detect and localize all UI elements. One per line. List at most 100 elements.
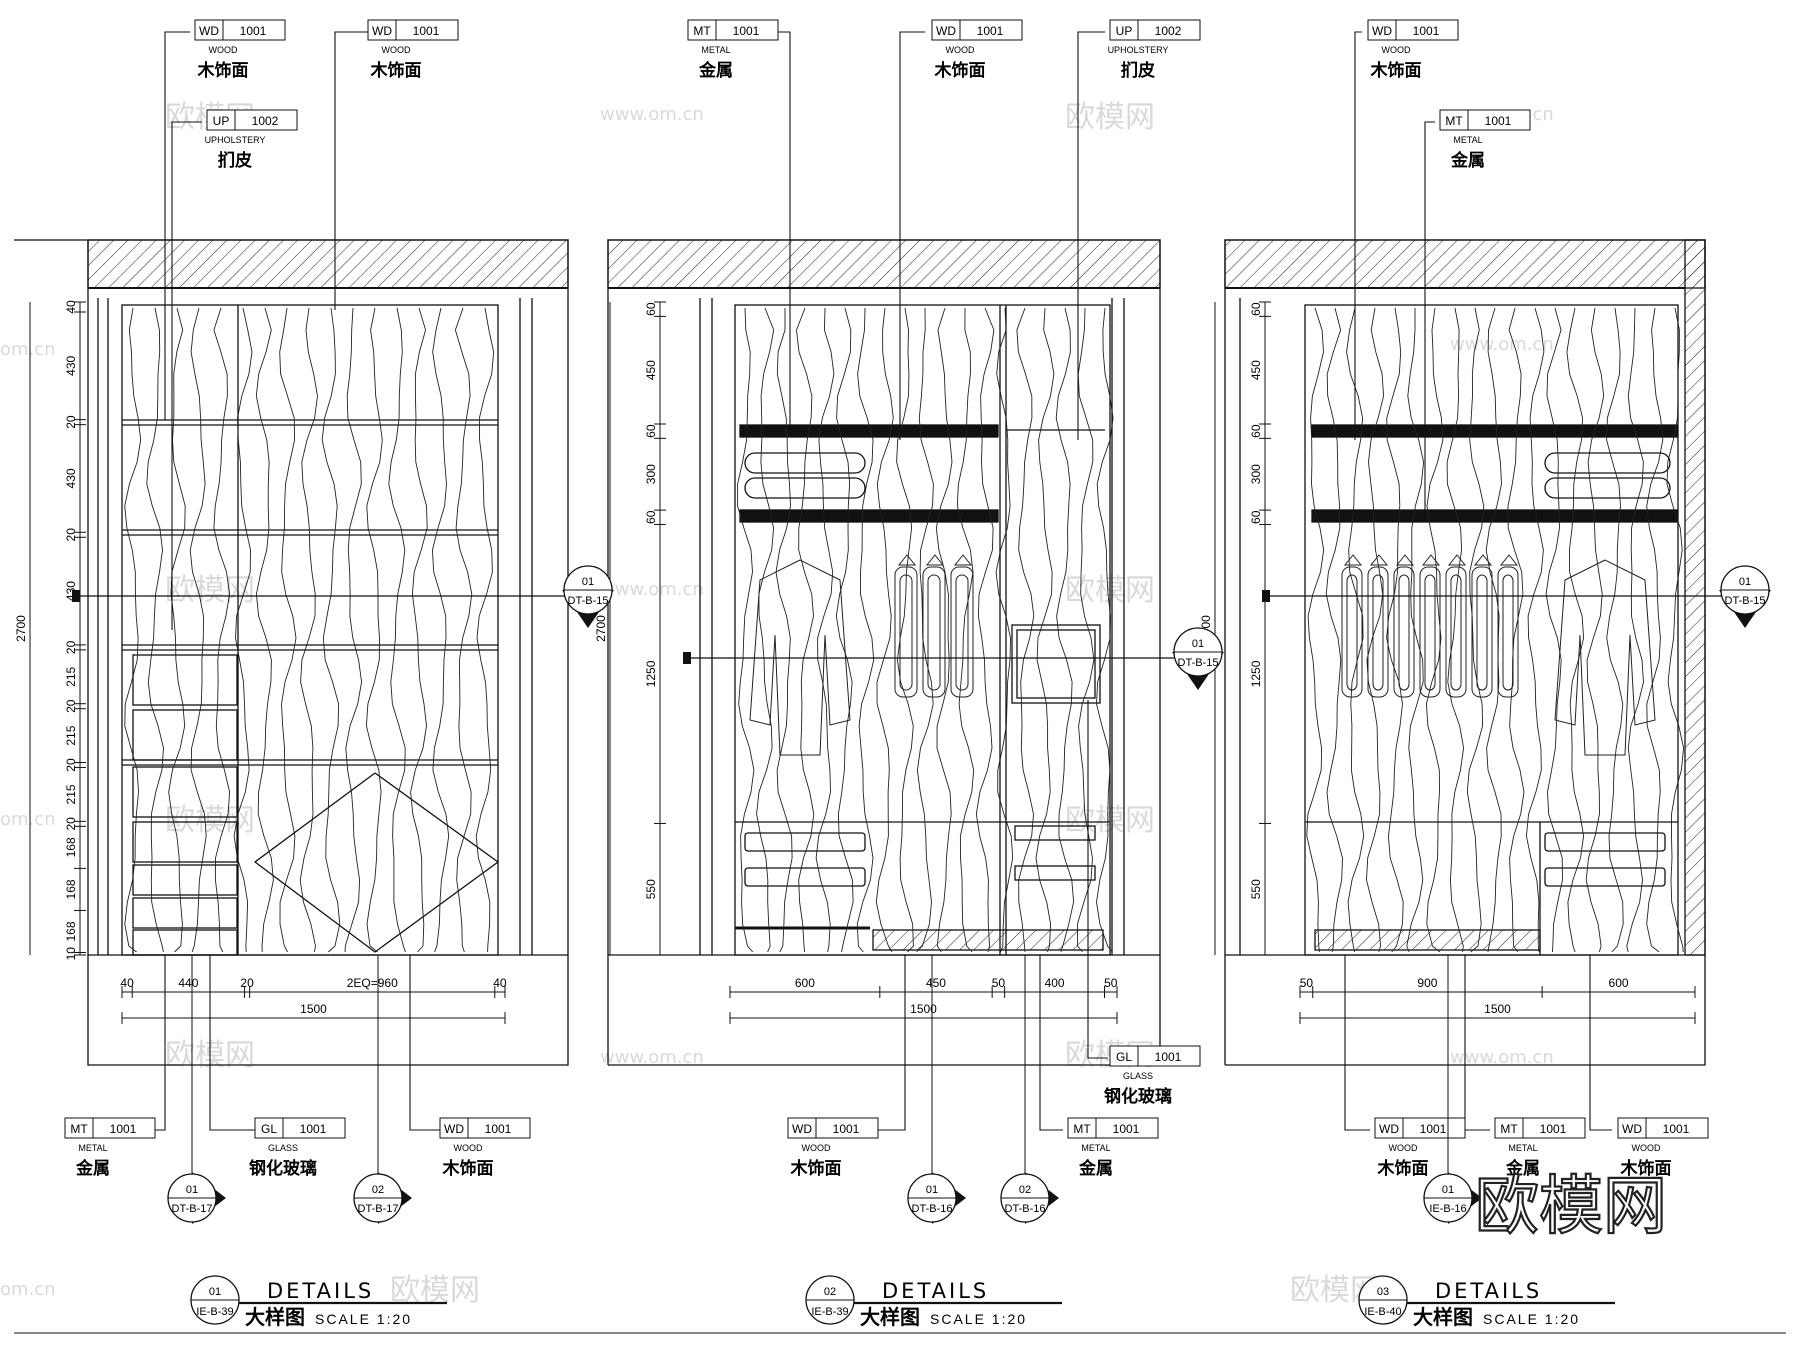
material-english: METAL — [1453, 135, 1482, 145]
material-code: MT — [70, 1122, 88, 1136]
wood-grain-pattern — [737, 307, 1114, 953]
brand-logo-watermark: 欧模网 — [1475, 1170, 1667, 1244]
dimension-label: 430 — [64, 355, 78, 375]
material-english: WOOD — [1389, 1143, 1418, 1153]
material-chinese: 金属 — [698, 60, 733, 81]
marker-number: 01 — [582, 576, 594, 588]
marker-reference: DT-B-15 — [1178, 657, 1219, 669]
dimension-label: 430 — [64, 468, 78, 488]
marker-reference: DT-B-15 — [568, 595, 609, 607]
material-english: METAL — [1081, 1143, 1110, 1153]
material-english: WOOD — [802, 1143, 831, 1153]
material-english: METAL — [1508, 1143, 1537, 1153]
total-width-label: 1500 — [300, 1002, 327, 1016]
dimension-label: 40 — [64, 300, 78, 314]
dimension-label: 440 — [178, 976, 198, 990]
title-scale: SCALE 1:20 — [315, 1311, 412, 1327]
dimension-lines: 4043020430204302021520215202152016816816… — [14, 300, 1696, 1024]
material-code: WD — [792, 1122, 812, 1136]
dimension-label: 40 — [120, 976, 134, 990]
dimension-label: 50 — [1300, 976, 1314, 990]
material-number: 1001 — [110, 1122, 137, 1136]
watermark-url: www.om.cn — [600, 579, 704, 600]
elevation-panel-2 — [607, 239, 1161, 1066]
material-number: 1002 — [252, 114, 279, 128]
material-english: METAL — [78, 1143, 107, 1153]
material-english: WOOD — [382, 45, 411, 55]
material-number: 1001 — [1540, 1122, 1567, 1136]
dimension-label: 20 — [240, 976, 254, 990]
title-reference: IE-B-39 — [196, 1306, 233, 1318]
material-number: 1001 — [413, 24, 440, 38]
hanging-garments — [749, 554, 974, 756]
watermark-text: 欧模网 — [165, 803, 255, 838]
material-code: MT — [1500, 1122, 1518, 1136]
watermark-url: om.cn — [0, 809, 56, 830]
material-number: 1001 — [1663, 1122, 1690, 1136]
dimension-label: 300 — [1249, 464, 1263, 484]
material-english: METAL — [701, 45, 730, 55]
dimension-label: 20 — [64, 817, 78, 831]
dimension-label: 2EQ=960 — [347, 976, 398, 990]
material-leaders — [125, 31, 1612, 1131]
material-code: GL — [1116, 1050, 1132, 1064]
elevation-panel-1 — [14, 239, 569, 1066]
material-chinese: 木饰面 — [934, 60, 986, 81]
dimension-label: 50 — [1104, 976, 1118, 990]
marker-number: 01 — [926, 1184, 938, 1196]
material-code: GL — [261, 1122, 277, 1136]
material-english: WOOD — [209, 45, 238, 55]
material-code: MT — [693, 24, 711, 38]
material-code: WD — [444, 1122, 464, 1136]
material-code: WD — [1379, 1122, 1399, 1136]
material-number: 1001 — [240, 24, 267, 38]
marker-number: 01 — [186, 1184, 198, 1196]
dimension-label: 60 — [644, 424, 658, 438]
material-number: 1001 — [833, 1122, 860, 1136]
marker-reference: DT-B-17 — [172, 1203, 213, 1215]
material-english: WOOD — [1382, 45, 1411, 55]
dimension-label: 20 — [64, 640, 78, 654]
dimension-label: 20 — [64, 528, 78, 542]
dimension-label: 60 — [644, 302, 658, 316]
dimension-label: 450 — [644, 360, 658, 380]
material-english: UPHOLSTERY — [205, 135, 266, 145]
material-number: 1001 — [1413, 24, 1440, 38]
material-chinese: 木饰面 — [370, 60, 422, 81]
dimension-label: 168 — [64, 921, 78, 941]
dimension-label: 215 — [64, 784, 78, 804]
material-chinese: 扪皮 — [218, 150, 252, 171]
material-chinese: 金属 — [1078, 1158, 1113, 1179]
material-code: WD — [372, 24, 392, 38]
marker-number: 02 — [1019, 1184, 1031, 1196]
watermark-url: om.cn — [0, 339, 56, 360]
material-english: WOOD — [454, 1143, 483, 1153]
dimension-label: 450 — [1249, 360, 1263, 380]
material-number: 1001 — [733, 24, 760, 38]
material-code: UP — [213, 114, 230, 128]
marker-number: 01 — [1192, 638, 1204, 650]
dimension-label: 900 — [1417, 976, 1437, 990]
dimension-label: 600 — [795, 976, 815, 990]
